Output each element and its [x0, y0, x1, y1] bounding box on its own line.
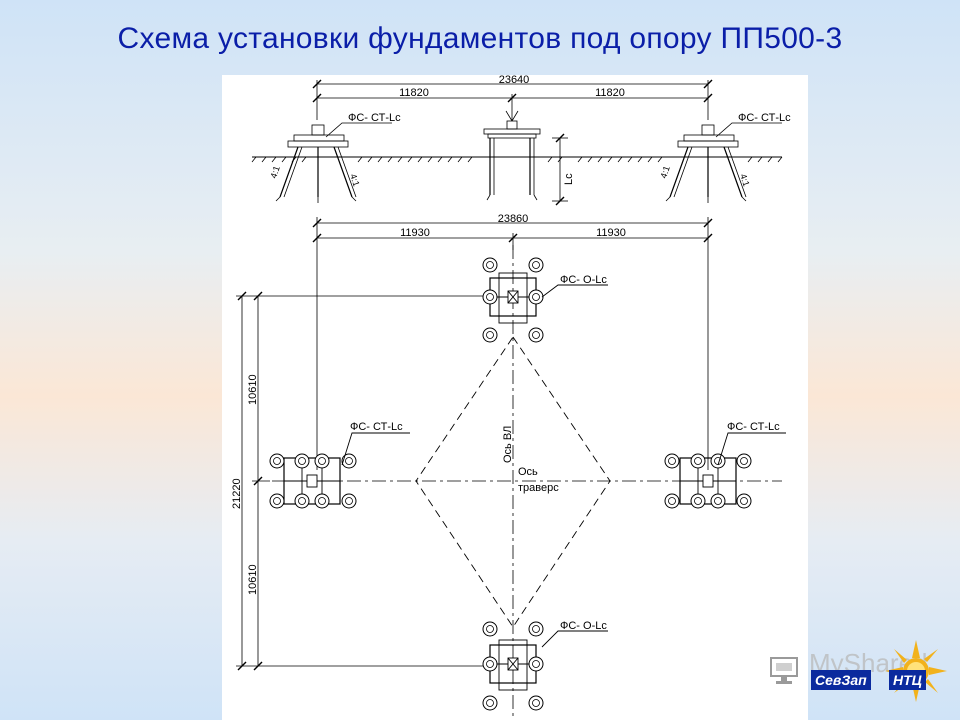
plan-foundation-left: [269, 432, 410, 509]
depth-label: Lс: [563, 173, 575, 185]
plan-labels: 23860 11930 11930 21220 10610 10610 ФС- …: [231, 213, 780, 632]
slope-label-4: 4:1: [738, 173, 751, 188]
elevation-dim-right: 11820: [595, 87, 625, 99]
elevation-labels: 23640 11820 11820 ФС- СТ-Lс ФС- СТ-Lс Lс…: [268, 75, 791, 188]
plan-foundation-right: [664, 432, 786, 509]
slope-label-2: 4:1: [348, 173, 361, 188]
axis-traverse-label-1: Ось: [518, 466, 538, 478]
axis-traverse-label-2: траверс: [518, 482, 559, 494]
logo-badge-sevzap: СевЗап: [811, 670, 871, 690]
slide-title: Схема установки фундаментов под опору ПП…: [117, 22, 843, 55]
plan-dim-right: 11930: [596, 227, 626, 239]
plan-label-top: ФС- О-Lс: [560, 274, 607, 286]
elevation-dim-total: 23640: [499, 75, 530, 86]
foundation-scheme-svg: 23640 11820 11820 ФС- СТ-Lс ФС- СТ-Lс Lс…: [231, 75, 791, 720]
slope-label-3: 4:1: [658, 165, 671, 180]
plan-foundation-bottom: [482, 621, 608, 711]
plan-label-right: ФС- СТ-Lс: [727, 421, 780, 433]
plan-dimensions-horizontal: [312, 217, 713, 470]
logo-badge-ntc: НТЦ: [889, 670, 926, 690]
plan-label-bottom: ФС- О-Lс: [560, 620, 607, 632]
plan-dimensions-vertical: [236, 291, 492, 671]
depth-dimension: [552, 133, 568, 206]
company-logo: MyShared СевЗап НТЦ: [765, 640, 955, 720]
slope-label-1: 4:1: [268, 165, 281, 180]
ground-line: [251, 156, 783, 163]
axis-line-label: Ось ВЛ: [502, 426, 514, 463]
plan-dim-total: 23860: [498, 213, 529, 225]
plan-dim-vertical-top: 10610: [247, 374, 259, 405]
plan-label-left: ФС- СТ-Lс: [350, 421, 403, 433]
plan-dim-left: 11930: [400, 227, 430, 239]
elevation-label-right: ФС- СТ-Lс: [738, 112, 791, 124]
elevation-dimensions: [312, 79, 713, 120]
elevation-foundation-right: [665, 124, 747, 203]
plan-dim-vertical-bottom: 10610: [247, 564, 259, 595]
elevation-label-left: ФС- СТ-Lс: [348, 112, 401, 124]
technical-drawing: 23640 11820 11820 ФС- СТ-Lс ФС- СТ-Lс Lс…: [222, 75, 808, 720]
elevation-foundation-left: [275, 124, 357, 203]
monitor-icon: [770, 657, 798, 684]
elevation-foundation-middle: [483, 110, 541, 201]
plan-foundation-top: [482, 257, 608, 343]
plan-dim-vertical-total: 21220: [231, 478, 243, 509]
elevation-view: [251, 79, 783, 206]
elevation-dim-left: 11820: [399, 87, 429, 99]
